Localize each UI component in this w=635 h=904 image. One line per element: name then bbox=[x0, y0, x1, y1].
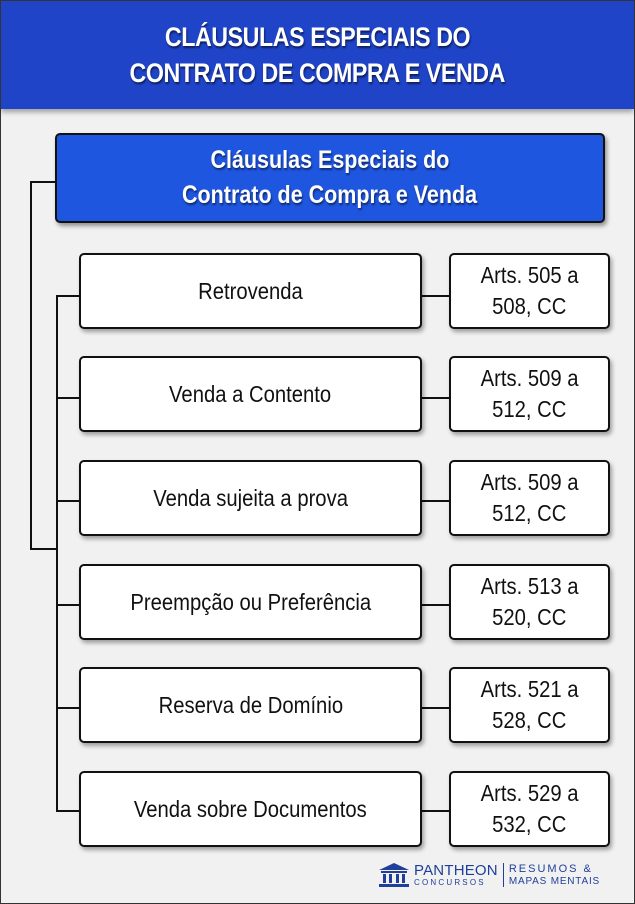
reference-line-2: 528, CC bbox=[492, 707, 567, 733]
pantheon-temple-icon bbox=[379, 863, 409, 887]
article-reference-node: Arts. 529 a 532, CC bbox=[449, 771, 610, 847]
reference-line-1: Arts. 521 a bbox=[480, 676, 579, 702]
ref-connector bbox=[421, 707, 450, 709]
ref-connector bbox=[421, 500, 450, 502]
brand-name: PANTHEON CONCURSOS bbox=[414, 863, 498, 887]
ref-connector bbox=[421, 810, 450, 812]
article-reference-node: Arts. 509 a 512, CC bbox=[449, 356, 610, 432]
article-reference-node: Arts. 505 a 508, CC bbox=[449, 253, 610, 329]
clause-node-venda-a-contento: Venda a Contento bbox=[79, 356, 422, 432]
item-connector bbox=[56, 397, 80, 399]
reference-line-1: Arts. 509 a bbox=[480, 469, 579, 495]
reference-line-2: 508, CC bbox=[492, 293, 567, 319]
reference-line-2: 520, CC bbox=[492, 604, 567, 630]
clause-label: Venda sujeita a prova bbox=[153, 484, 348, 511]
pantheon-logo: PANTHEON CONCURSOS RESUMOS & MAPAS MENTA… bbox=[377, 859, 617, 891]
ref-connector bbox=[421, 397, 450, 399]
clause-node-venda-sujeita-a-prova: Venda sujeita a prova bbox=[79, 460, 422, 536]
clause-label: Preempção ou Preferência bbox=[130, 588, 371, 615]
brand-subtitle: CONCURSOS bbox=[414, 878, 486, 887]
root-node-line-1: Cláusulas Especiais do bbox=[210, 146, 450, 174]
item-connector bbox=[56, 707, 80, 709]
item-connector bbox=[56, 500, 80, 502]
item-connector bbox=[56, 810, 80, 812]
item-connector bbox=[56, 295, 80, 297]
clause-label: Venda a Contento bbox=[169, 380, 332, 407]
reference-line-1: Arts. 513 a bbox=[480, 573, 579, 599]
reference-line-2: 512, CC bbox=[492, 396, 567, 422]
root-node-line-2: Contrato de Compra e Venda bbox=[182, 181, 478, 209]
branch-connector bbox=[30, 548, 57, 550]
root-node: Cláusulas Especiais do Contrato de Compr… bbox=[55, 133, 605, 223]
header-title-line-2: CONTRATO DE COMPRA E VENDA bbox=[129, 58, 506, 88]
clause-label: Retrovenda bbox=[198, 277, 303, 304]
reference-line-2: 532, CC bbox=[492, 811, 567, 837]
page-header: CLÁUSULAS ESPECIAIS DO CONTRATO DE COMPR… bbox=[1, 1, 634, 109]
clause-label: Reserva de Domínio bbox=[158, 691, 343, 718]
tagline-line-2: MAPAS MENTAIS bbox=[508, 875, 600, 887]
clause-label: Venda sobre Documentos bbox=[134, 795, 367, 822]
ref-connector bbox=[421, 295, 450, 297]
clause-node-reserva-de-dominio: Reserva de Domínio bbox=[79, 667, 422, 743]
tagline-line-1: RESUMOS & bbox=[508, 862, 593, 875]
brand-title: PANTHEON bbox=[414, 862, 498, 879]
clause-node-preempcao: Preempção ou Preferência bbox=[79, 564, 422, 640]
logo-divider bbox=[502, 863, 504, 887]
root-connector-stub bbox=[30, 181, 56, 183]
reference-line-1: Arts. 529 a bbox=[480, 780, 579, 806]
article-reference-node: Arts. 513 a 520, CC bbox=[449, 564, 610, 640]
items-connector-vertical bbox=[56, 295, 58, 811]
reference-line-1: Arts. 509 a bbox=[480, 365, 579, 391]
item-connector bbox=[56, 604, 80, 606]
ref-connector bbox=[421, 604, 450, 606]
article-reference-node: Arts. 521 a 528, CC bbox=[449, 667, 610, 743]
brand-tagline: RESUMOS & MAPAS MENTAIS bbox=[508, 862, 600, 887]
reference-line-1: Arts. 505 a bbox=[480, 262, 579, 288]
header-title-line-1: CLÁUSULAS ESPECIAIS DO bbox=[164, 22, 471, 52]
clause-node-venda-sobre-documentos: Venda sobre Documentos bbox=[79, 771, 422, 847]
article-reference-node: Arts. 509 a 512, CC bbox=[449, 460, 610, 536]
reference-line-2: 512, CC bbox=[492, 500, 567, 526]
clause-node-retrovenda: Retrovenda bbox=[79, 253, 422, 329]
root-connector-vertical bbox=[30, 181, 32, 549]
